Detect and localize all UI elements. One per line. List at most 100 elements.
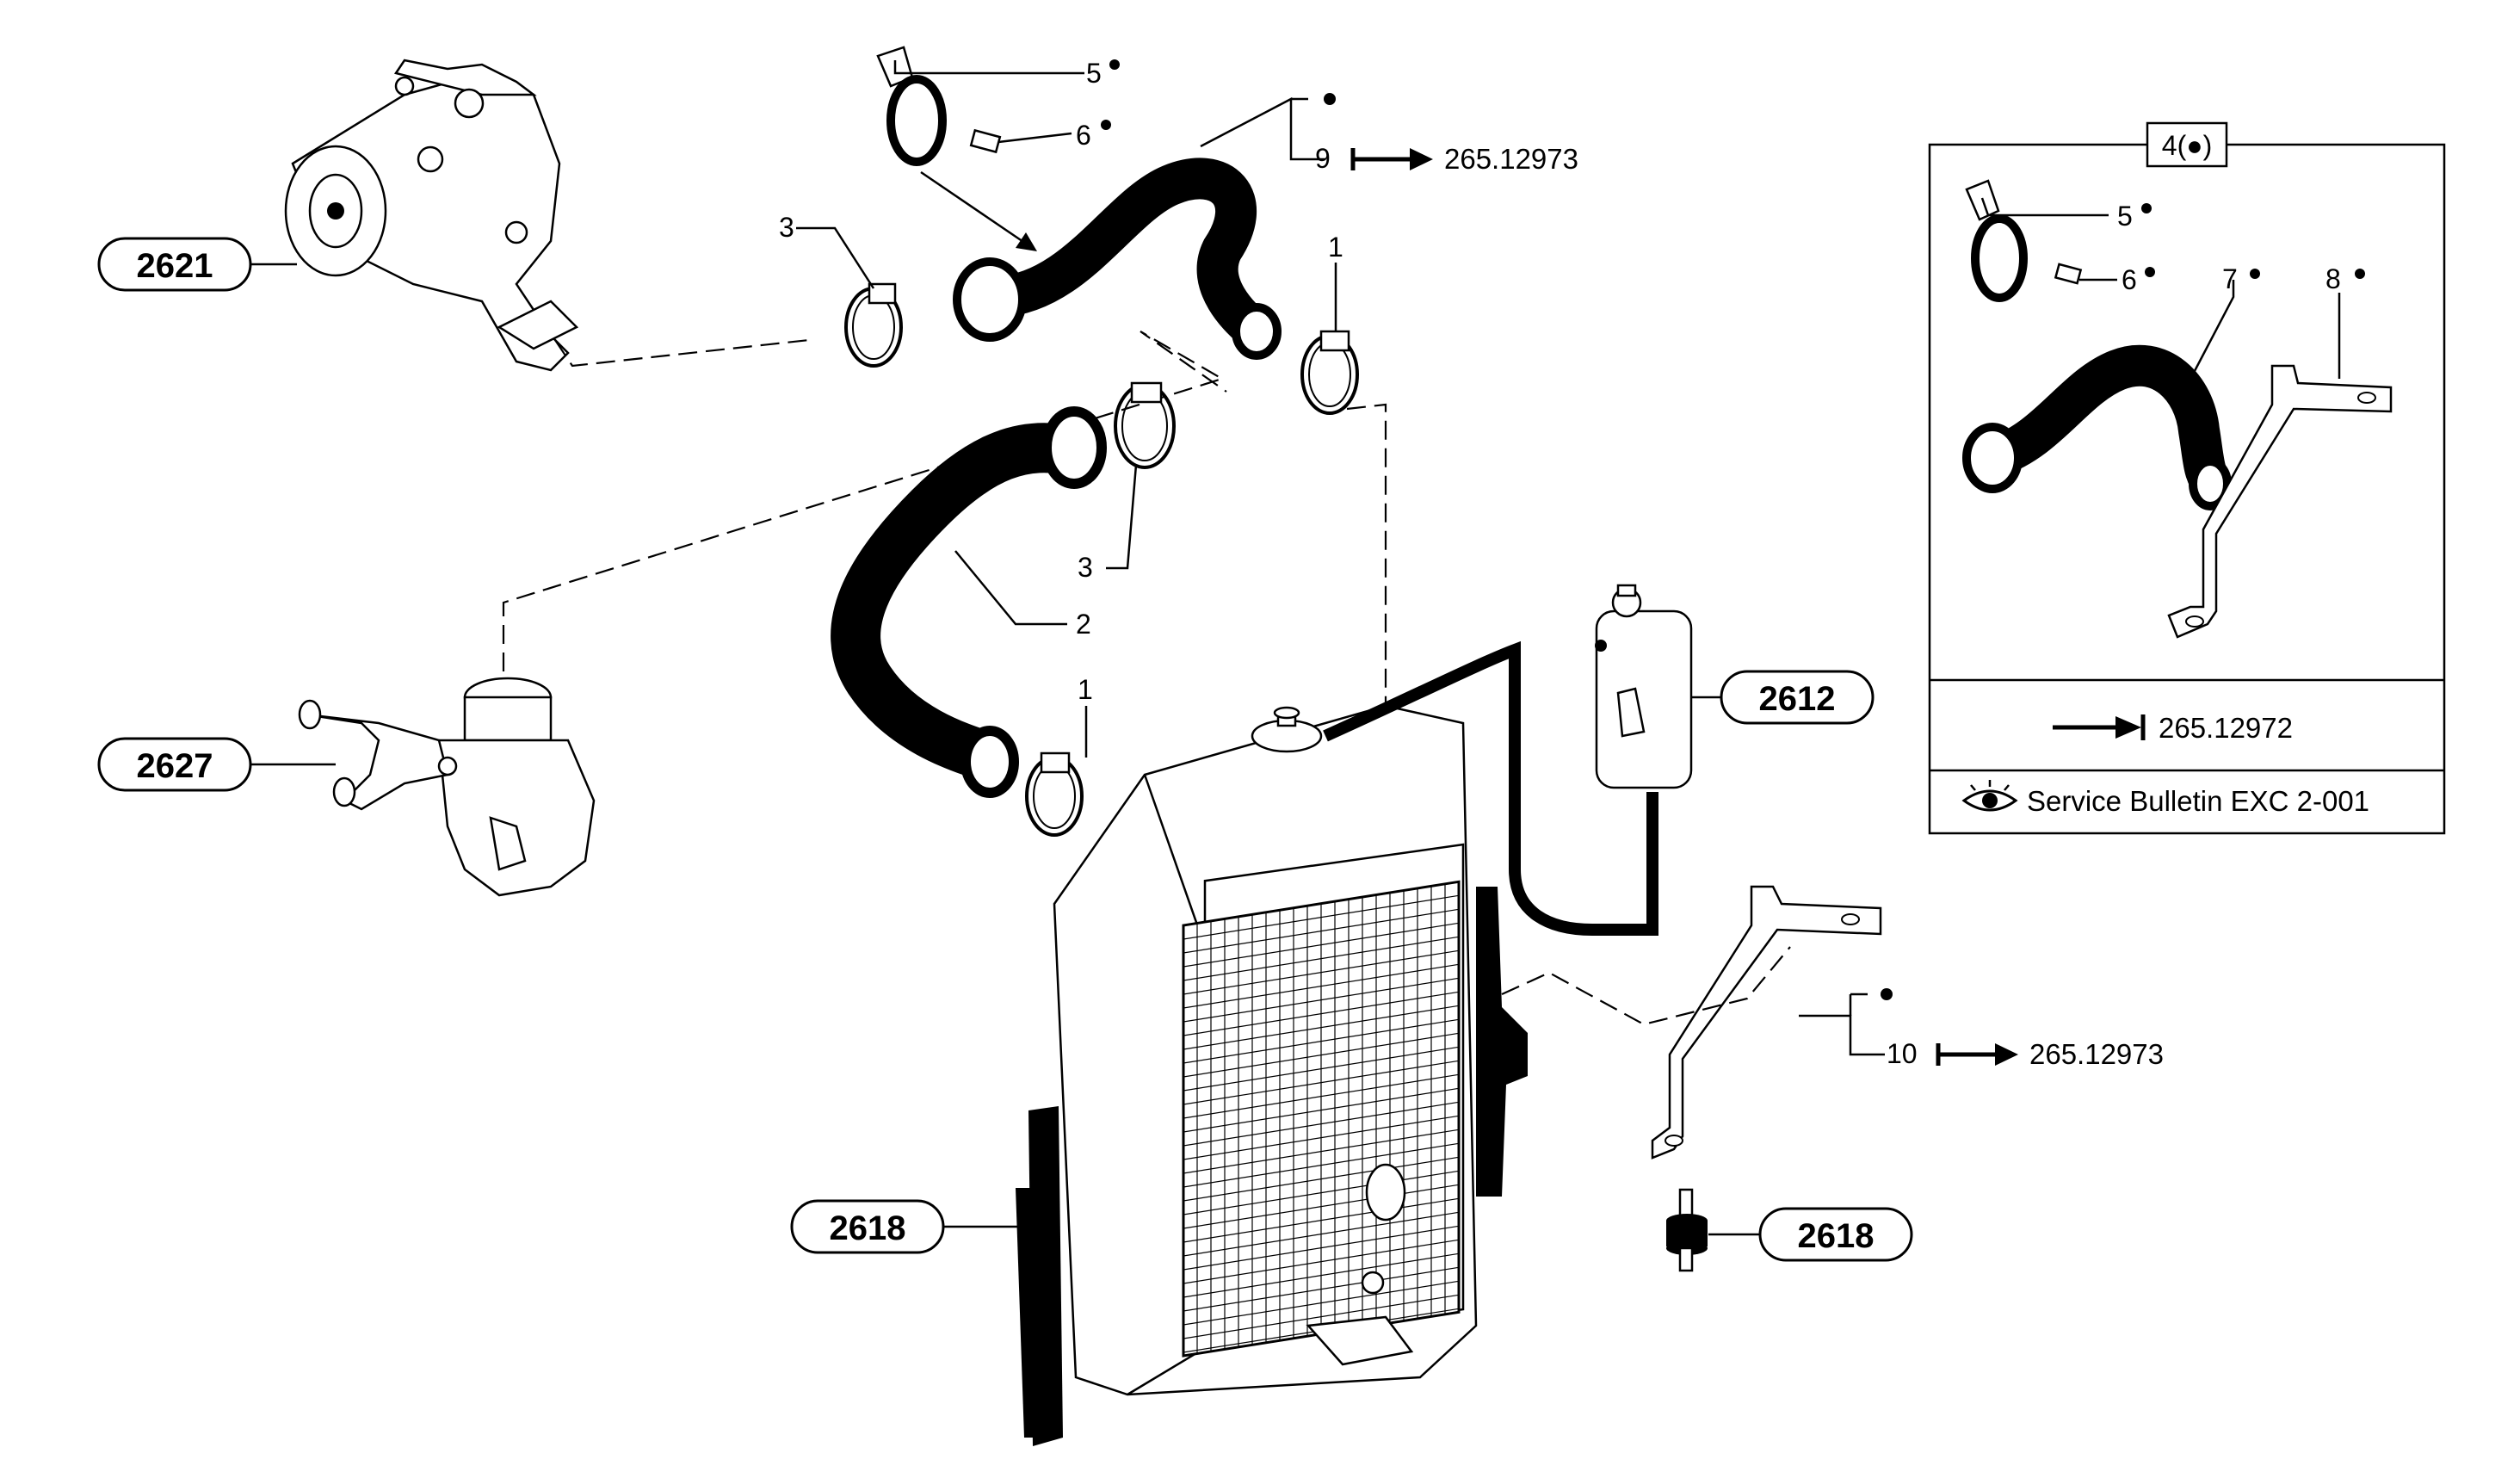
radiator-core-line <box>1183 1060 1459 1105</box>
expansion-tank-drawing <box>1595 584 1693 789</box>
bracket-10-drawing <box>1651 885 1882 1160</box>
callout-2: 2 <box>1076 609 1091 640</box>
ref-9: 265.12973 <box>1444 143 1578 175</box>
inset-box <box>1928 121 2446 835</box>
rubber-mount-drawing <box>1666 1188 1708 1272</box>
connect-pump-clamp <box>554 338 810 368</box>
radiator-core-line <box>1183 1005 1459 1050</box>
dot-6 <box>1101 120 1111 130</box>
badge-2618-radiator[interactable]: 2618 <box>790 1199 945 1254</box>
badge-2627[interactable]: 2627 <box>97 737 252 792</box>
connect-bracket-radiator <box>1501 946 1791 1026</box>
inset-dot-5 <box>2141 203 2152 213</box>
callout-6: 6 <box>1076 120 1091 151</box>
inset-dot-6 <box>2145 267 2155 277</box>
inset-bracket-8-drawing <box>2167 364 2393 639</box>
leader-5 <box>893 60 1084 75</box>
badge-2618-mount-text: 2618 <box>1798 1217 1875 1255</box>
radiator-core-line <box>1183 949 1459 995</box>
inset-callout-5: 5 <box>2117 201 2133 232</box>
callout-5: 5 <box>1086 58 1102 89</box>
upper-hose-end-left <box>953 257 1027 342</box>
radiator-core-line <box>1183 1252 1459 1298</box>
thermostat-housing-drawing <box>298 677 596 897</box>
radiator-core-line <box>1183 1266 1459 1312</box>
radiator-core-line <box>1183 1211 1459 1257</box>
radiator-core-line <box>1183 1197 1459 1243</box>
badge-2618-radiator-text: 2618 <box>830 1209 906 1247</box>
radiator-core-line <box>1183 1115 1459 1160</box>
radiator-core-line <box>1183 1101 1459 1147</box>
radiator-core-line <box>1183 1032 1459 1078</box>
callout-3-left: 3 <box>779 212 794 243</box>
callout-9: 9 <box>1315 143 1331 174</box>
radiator-core-line <box>1183 1239 1459 1284</box>
radiator-core-line <box>1183 908 1459 954</box>
ref-arrow-9-head <box>1410 148 1433 170</box>
water-pump-drawing <box>284 59 579 372</box>
clamp-3-left-drawing <box>844 282 903 368</box>
upper-hose-end-right <box>1232 303 1282 360</box>
callout-1-top: 1 <box>1328 232 1343 263</box>
radiator-core-line <box>1183 1280 1459 1326</box>
callout-1-bottom: 1 <box>1078 674 1093 705</box>
inset-clip-drawing <box>1965 179 2083 302</box>
inset-dot-8 <box>2355 269 2365 279</box>
service-bulletin: Service Bulletin EXC 2-001 <box>2027 785 2369 817</box>
badge-2621[interactable]: 2621 <box>97 237 252 292</box>
inset-ref-arrow-head <box>2115 716 2141 739</box>
dot-5 <box>1109 59 1120 70</box>
radiator-drawing <box>1016 704 1528 1446</box>
arrow-clip-to-hose <box>920 170 1029 247</box>
radiator-core-line <box>1183 1225 1459 1271</box>
callout-10: 10 <box>1887 1038 1918 1069</box>
radiator-core-line <box>1183 894 1459 940</box>
inset-leader-5 <box>1980 197 2109 217</box>
inset-hose-end-left <box>1962 423 2023 493</box>
inset-header: 4(●) <box>2162 130 2212 161</box>
inset-callout-7: 7 <box>2222 263 2238 294</box>
eye-icon <box>1961 780 2018 812</box>
leader-3-mid <box>1106 464 1138 570</box>
upper-hose <box>996 158 1269 349</box>
lower-hose-end-bottom <box>960 726 1019 798</box>
clamp-3-mid-drawing <box>1114 381 1176 469</box>
badge-2621-text: 2621 <box>137 247 213 285</box>
radiator-core-line <box>1183 977 1459 1023</box>
radiator-core-line <box>1183 963 1459 1009</box>
badge-2612-text: 2612 <box>1759 680 1836 718</box>
inset-callout-6: 6 <box>2122 264 2137 295</box>
leader-9 <box>1200 96 1325 161</box>
badge-2618-mount[interactable]: 2618 <box>1758 1207 1913 1262</box>
inset-dot-7 <box>2250 269 2260 279</box>
callout-3-mid: 3 <box>1078 552 1093 583</box>
overflow-hose <box>1323 640 1658 936</box>
connect-thermostat-hose <box>502 331 1227 671</box>
radiator-core-line <box>1183 1170 1459 1215</box>
radiator-core-line <box>1183 1046 1459 1092</box>
clamp-1-top-drawing <box>1300 330 1359 415</box>
hose-clip-drawing <box>876 46 1002 166</box>
radiator-core-line <box>1183 1087 1459 1133</box>
ref-arrow-10-head <box>1995 1043 2018 1066</box>
lower-hose <box>831 423 1083 782</box>
badge-2612[interactable]: 2612 <box>1720 670 1875 725</box>
leader-3-left <box>796 226 875 289</box>
arrow-head-clip <box>1016 232 1037 251</box>
dot-9 <box>1324 93 1336 105</box>
leader-2 <box>954 550 1067 626</box>
leader-6 <box>998 132 1072 144</box>
leader-10 <box>1799 1014 1885 1056</box>
inset-ref: 265.12972 <box>2159 712 2293 744</box>
badge-2627-text: 2627 <box>137 747 213 785</box>
inset-hose-7 <box>1989 344 2228 497</box>
radiator-core-line <box>1183 1184 1459 1229</box>
radiator-core-line <box>1183 991 1459 1036</box>
ref-10: 265.12973 <box>2029 1038 2164 1070</box>
radiator-core-line <box>1183 1018 1459 1064</box>
lower-hose-end-top <box>1041 406 1107 489</box>
radiator-core-line <box>1183 1129 1459 1174</box>
radiator-core-line <box>1183 1073 1459 1119</box>
inset-callout-8: 8 <box>2325 263 2341 294</box>
radiator-core-line <box>1183 936 1459 981</box>
